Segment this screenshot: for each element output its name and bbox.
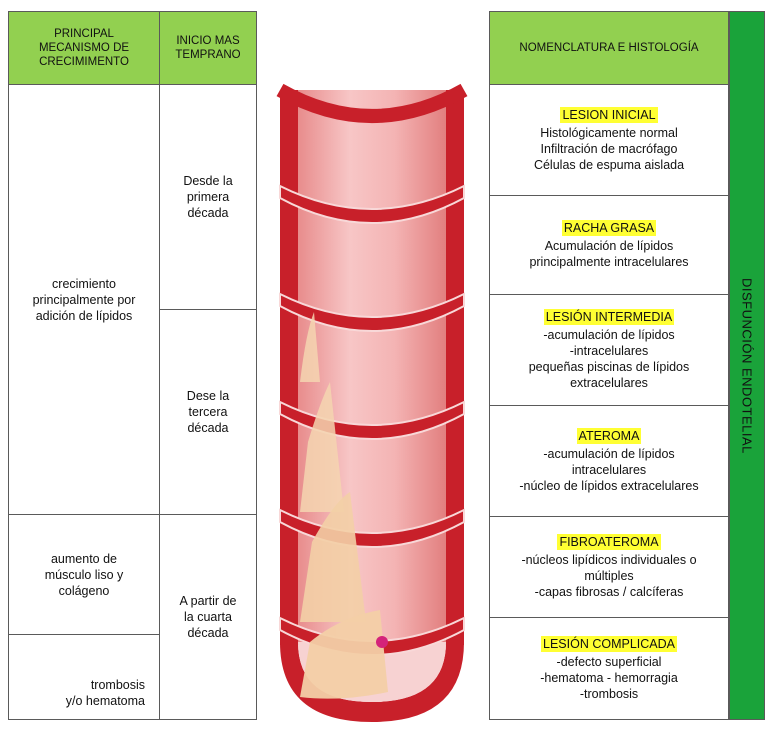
lesion-line: múltiples xyxy=(584,568,633,584)
lesion-row-complicated: LESIÓN COMPLICADA -defecto superficial -… xyxy=(489,617,729,720)
lesion-line: -defecto superficial xyxy=(557,654,662,670)
lesion-line: pequeñas piscinas de lípidos xyxy=(529,359,690,375)
nomenclature-header: NOMENCLATURA E HISTOLOGÍA xyxy=(489,11,729,85)
lesion-line: -núcleos lipídicos individuales o xyxy=(521,552,696,568)
lesion-line: intracelulares xyxy=(572,462,646,478)
endothelial-dysfunction-bar: DISFUNCIÓN ENDOTELIAL xyxy=(729,11,765,720)
lesion-title: LESION INICIAL xyxy=(560,107,657,123)
mechanism-lipids: crecimiento principalmente por adición d… xyxy=(8,84,160,515)
mechanism-header: PRINCIPAL MECANISMO DE CRECIMIMENTO xyxy=(8,11,160,85)
onset-first-decade: Desde la primera década xyxy=(159,84,257,310)
lesion-line: Células de espuma aislada xyxy=(534,157,684,173)
mechanism-muscle: aumento de músculo liso y colágeno xyxy=(8,514,160,635)
lesion-line: -trombosis xyxy=(580,686,638,702)
lesion-line: Histológicamente normal xyxy=(540,125,678,141)
lesion-line: Acumulación de lípidos xyxy=(545,238,674,254)
lesion-row-fatty-streak: RACHA GRASA Acumulación de lípidos princ… xyxy=(489,195,729,295)
lesion-title: FIBROATEROMA xyxy=(557,534,660,550)
lesion-row-intermediate: LESIÓN INTERMEDIA -acumulación de lípido… xyxy=(489,294,729,406)
lesion-title: ATEROMA xyxy=(577,428,642,444)
lesion-line: Infiltración de macrófago xyxy=(541,141,678,157)
lesion-title: RACHA GRASA xyxy=(562,220,656,236)
lesion-row-initial: LESION INICIAL Histológicamente normal I… xyxy=(489,84,729,196)
lesion-line: -intracelulares xyxy=(570,343,649,359)
lesion-line: principalmente intracelulares xyxy=(529,254,688,270)
lesion-line: -acumulación de lípidos xyxy=(543,446,674,462)
lesion-line: -núcleo de lípidos extracelulares xyxy=(519,478,698,494)
onset-third-decade: Dese la tercera década xyxy=(159,309,257,515)
onset-header: INICIO MAS TEMPRANO xyxy=(159,11,257,85)
lesion-title: LESIÓN INTERMEDIA xyxy=(544,309,674,325)
artery-wall-left xyxy=(280,90,298,645)
lesion-title: LESIÓN COMPLICADA xyxy=(541,636,677,652)
lesion-row-atheroma: ATEROMA -acumulación de lípidos intracel… xyxy=(489,405,729,517)
onset-fourth-decade: A partir de la cuarta década xyxy=(159,514,257,720)
artery-wall-right xyxy=(446,90,464,645)
lesion-row-fibroatheroma: FIBROATEROMA -núcleos lipídicos individu… xyxy=(489,516,729,618)
lesion-line: -acumulación de lípidos xyxy=(543,327,674,343)
mechanism-thrombosis: trombosis y/o hematoma xyxy=(8,634,160,720)
hematoma-spot xyxy=(376,636,388,648)
lesion-line: extracelulares xyxy=(570,375,648,391)
lesion-line: -hematoma - hemorragia xyxy=(540,670,678,686)
artery-lesion-illustration xyxy=(270,82,480,732)
endothelial-dysfunction-label: DISFUNCIÓN ENDOTELIAL xyxy=(740,278,755,454)
lesion-line: -capas fibrosas / calcíferas xyxy=(535,584,684,600)
